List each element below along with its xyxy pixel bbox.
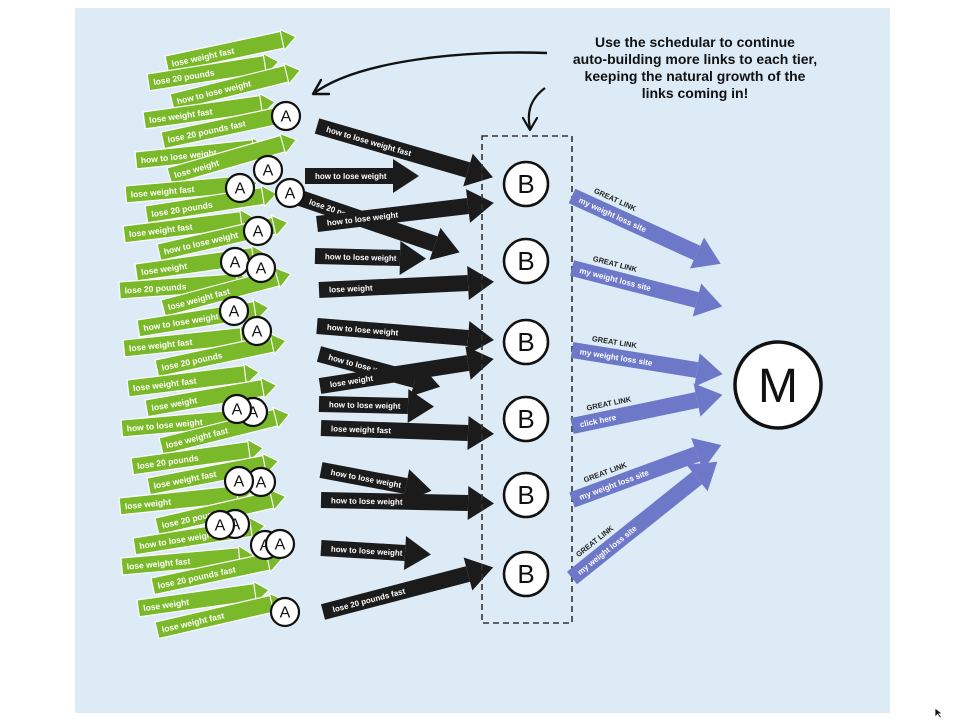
tier-a-letter: A (263, 163, 274, 180)
tier-b-node: B (502, 550, 550, 598)
tier-b-letter: B (517, 327, 534, 357)
tier-a-node: A (218, 295, 250, 327)
annotation-arrows (311, 51, 548, 132)
green-link: lose weight fast (120, 544, 255, 576)
green-link-label: lose 20 pounds (124, 281, 187, 295)
tier-a-letter: A (252, 324, 263, 341)
tier-a-node: A (223, 465, 255, 497)
tier-a-node: A (245, 252, 277, 284)
tier-a-letter: A (256, 475, 267, 492)
tier-a-letter: A (285, 186, 296, 203)
tier-a-letter: A (256, 261, 267, 278)
tier-a-node: A (264, 528, 296, 560)
annotation-line: Use the schedular to continue (595, 34, 795, 50)
arrowhead-icon (521, 116, 539, 132)
tier-a-node: A (204, 509, 236, 541)
scheduler-annotation: Use the schedular to continue auto-build… (545, 34, 845, 102)
annotation-line: auto-building more links to each tier, (572, 51, 818, 67)
tier1-arrow: lose weight (318, 346, 494, 394)
tier-a-nodes: AAAAAAAAAAAAAAAAAA (204, 100, 306, 628)
tier-a-letter: A (234, 474, 245, 491)
tier-b-node: B (502, 160, 550, 208)
tier1-arrow: how to lose weight (318, 389, 434, 423)
tier-a-node: A (219, 246, 251, 278)
tier-b-letter: B (517, 480, 534, 510)
tier1-arrow: how to lose weight (320, 536, 431, 570)
tier1-arrow-label: how to lose weight (329, 400, 401, 411)
tier-a-node: A (224, 172, 256, 204)
tier-a-letter: A (232, 402, 243, 419)
tier1-arrow: how to lose weight (316, 318, 494, 355)
tier-a-letter: A (275, 537, 286, 554)
tier-a-node: A (270, 100, 302, 132)
annotation-arrow-to-b (527, 87, 546, 129)
tier1-arrow: how to lose weight (320, 486, 494, 520)
tier1-arrow: how to lose weight (316, 189, 494, 232)
tier1-arrow-label: how to lose weight (325, 252, 397, 263)
tier-b-letter: B (517, 169, 534, 199)
tier-b-nodes: B B B B B B (502, 160, 550, 598)
green-link: lose weight fast (126, 362, 260, 398)
tier-b-node: B (502, 471, 550, 519)
tier-a-node: A (269, 596, 301, 628)
tier-a-letter: A (253, 224, 264, 241)
green-link: lose 20 pounds (130, 438, 264, 476)
tier-b-dashed-box (481, 135, 573, 624)
tier1-arrow: lose weight (318, 266, 494, 300)
tier-b-node: B (502, 318, 550, 366)
tier-a-node: A (242, 215, 274, 247)
tier-a-node: A (274, 177, 306, 209)
tier-a-node: A (241, 315, 273, 347)
tier-b-letter: B (517, 246, 534, 276)
green-link: lose weight fast (142, 92, 276, 130)
annotation-line: links coming in! (641, 85, 749, 101)
tier1-arrow: lose weight fast (320, 416, 494, 450)
green-link: lose 20 pounds (154, 332, 287, 378)
tier-a-letter: A (229, 304, 240, 321)
tier-b-node: B (502, 237, 550, 285)
tier-a-letter: A (248, 405, 259, 422)
tier1-arrow: how to lose weight fast (314, 118, 493, 187)
tier-a-letter: A (235, 181, 246, 198)
tier-a-letter: A (280, 605, 291, 622)
tier-a-node: A (221, 393, 253, 425)
tier1-arrow: how to lose weight (314, 241, 426, 275)
money-site-letter: M (758, 360, 798, 413)
tier1-arrow-label: how to lose weight (331, 545, 403, 558)
tier1-arrow-label: lose weight fast (331, 424, 392, 435)
mouse-pointer-icon (934, 707, 944, 719)
arrowhead-icon (311, 78, 331, 96)
tier-a-letter: A (215, 518, 226, 535)
tier-a-letter: A (230, 517, 241, 534)
tier-b-letter: B (517, 559, 534, 589)
green-link: lose 20 pounds (146, 52, 280, 92)
tier-b-letter: B (517, 404, 534, 434)
green-link: lose weight (144, 376, 278, 418)
tier-a-letter: A (230, 255, 241, 272)
tier1-arrow-label: lose weight (329, 283, 373, 294)
tier-b-node: B (502, 395, 550, 443)
green-link-label: lose weight (124, 497, 171, 512)
money-site-node: M (733, 340, 823, 430)
annotation-arrow-to-a (312, 51, 548, 95)
tier1-arrow-label: how to lose weight fast (325, 125, 412, 158)
tier-a-letter: A (281, 109, 292, 126)
annotation-line: keeping the natural growth of the (584, 68, 806, 84)
tier1-arrows: how to lose weight fast how to lose weigh… (297, 118, 494, 620)
green-link: lose weight (136, 580, 270, 618)
tier-a-node: A (252, 154, 284, 186)
tier1-arrow-label: how to lose weight (331, 496, 403, 506)
tier1-arrow: how to lose weight (305, 159, 419, 193)
tier1-arrow-label: how to lose weight (315, 172, 387, 181)
